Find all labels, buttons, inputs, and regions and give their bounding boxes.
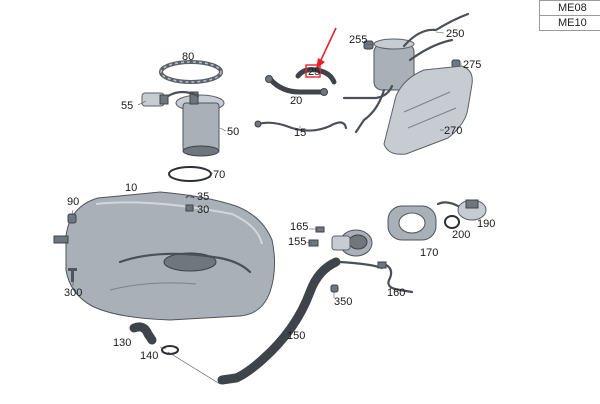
callout-25[interactable]: 25 — [308, 66, 320, 78]
callout-10[interactable]: 10 — [125, 182, 137, 194]
fuel-tank[interactable] — [53, 191, 276, 321]
callout-270[interactable]: 270 — [444, 125, 462, 137]
callout-labels: 80 55 50 70 25 20 15 255 250 275 270 10 … — [64, 28, 495, 362]
callout-55[interactable]: 55 — [121, 100, 133, 112]
variant-me10[interactable]: ME10 — [539, 15, 600, 31]
fuel-cap-190[interactable] — [436, 199, 487, 221]
strap-90[interactable] — [67, 213, 77, 224]
callout-160[interactable]: 160 — [387, 287, 405, 299]
callout-275[interactable]: 275 — [463, 59, 481, 71]
callout-70[interactable]: 70 — [213, 169, 225, 181]
pump-seal-ring[interactable] — [168, 166, 212, 182]
callout-50[interactable]: 50 — [227, 126, 239, 138]
highlight-arrow — [305, 27, 337, 78]
vent-hose-15[interactable] — [254, 120, 348, 132]
filler-head[interactable] — [331, 229, 373, 257]
carbon-canister[interactable] — [342, 12, 470, 134]
leader-lines — [71, 31, 462, 385]
callout-80[interactable]: 80 — [182, 51, 194, 63]
variant-me08[interactable]: ME08 — [539, 0, 600, 16]
callout-350[interactable]: 350 — [334, 296, 352, 308]
callout-250[interactable]: 250 — [446, 28, 464, 40]
screw-165[interactable] — [315, 226, 325, 233]
callout-15[interactable]: 15 — [294, 127, 306, 139]
callout-35[interactable]: 35 — [197, 191, 209, 203]
vent-line-160[interactable] — [377, 261, 414, 294]
heat-shield-270[interactable] — [383, 65, 473, 155]
callout-170[interactable]: 170 — [420, 247, 438, 259]
callout-30[interactable]: 30 — [197, 204, 209, 216]
hose-clamp-140[interactable] — [161, 345, 179, 355]
callout-140[interactable]: 140 — [140, 350, 158, 362]
callout-200[interactable]: 200 — [452, 229, 470, 241]
hose-130[interactable] — [129, 322, 157, 345]
vent-hose-20[interactable] — [265, 75, 328, 96]
callout-165[interactable]: 165 — [290, 221, 308, 233]
pump-connector[interactable] — [141, 92, 169, 107]
callout-300[interactable]: 300 — [64, 287, 82, 299]
callout-130[interactable]: 130 — [113, 337, 131, 349]
callout-90[interactable]: 90 — [67, 196, 79, 208]
callout-255[interactable]: 255 — [349, 34, 367, 46]
screw-155[interactable] — [308, 239, 319, 247]
bolt-300[interactable] — [68, 268, 77, 282]
pump-lock-ring[interactable] — [159, 60, 223, 84]
filler-housing-170[interactable] — [387, 205, 437, 241]
variant-table: ME08 ME10 — [539, 0, 600, 31]
clip-350[interactable] — [330, 284, 339, 293]
vent-hose-25[interactable] — [295, 67, 337, 85]
callout-190[interactable]: 190 — [477, 218, 495, 230]
callout-20[interactable]: 20 — [290, 95, 302, 107]
fuel-pump-module[interactable] — [166, 90, 225, 157]
callout-155[interactable]: 155 — [288, 236, 306, 248]
seal-ring-200[interactable] — [444, 215, 460, 229]
clip-35[interactable] — [185, 194, 195, 199]
callout-150[interactable]: 150 — [287, 330, 305, 342]
